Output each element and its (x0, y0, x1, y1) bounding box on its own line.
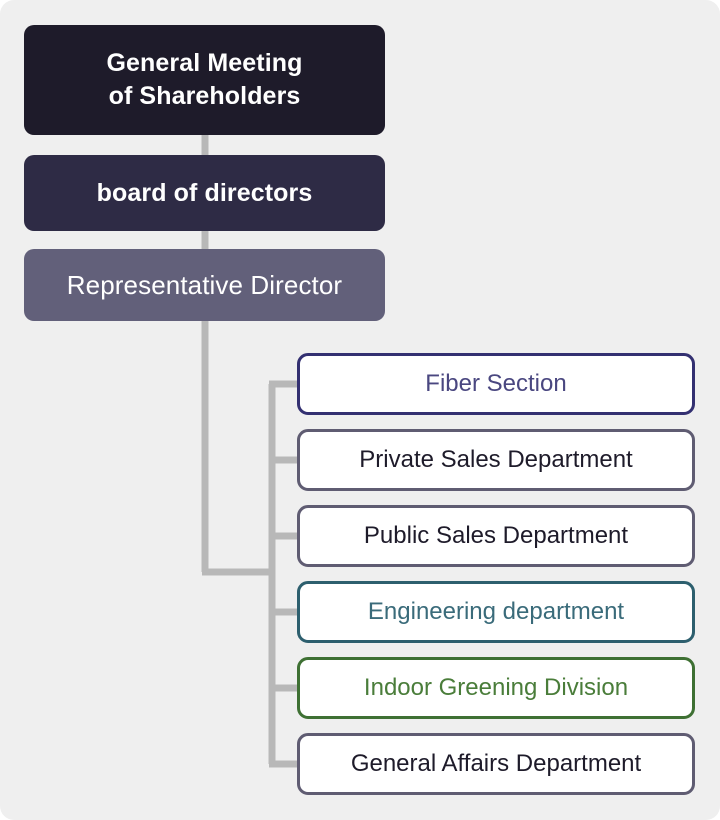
node-engineering-department[interactable]: Engineering department (297, 581, 695, 643)
node-general-affairs-department[interactable]: General Affairs Department (297, 733, 695, 795)
node-engineering-department-label: Engineering department (367, 597, 625, 625)
node-general-affairs-department-label: General Affairs Department (350, 749, 642, 777)
node-general-meeting[interactable]: General Meeting of Shareholders (24, 25, 385, 135)
node-representative-director[interactable]: Representative Director (24, 249, 385, 321)
node-private-sales-department-label: Private Sales Department (359, 445, 633, 473)
node-board-of-directors-label: board of directors (96, 178, 313, 207)
node-public-sales-department-label: Public Sales Department (363, 521, 629, 549)
node-public-sales-department[interactable]: Public Sales Department (297, 505, 695, 567)
node-private-sales-department[interactable]: Private Sales Department (297, 429, 695, 491)
node-indoor-greening-division-label: Indoor Greening Division (363, 673, 629, 701)
node-fiber-section-label: Fiber Section (425, 369, 567, 397)
node-board-of-directors[interactable]: board of directors (24, 155, 385, 231)
node-fiber-section[interactable]: Fiber Section (297, 353, 695, 415)
node-indoor-greening-division[interactable]: Indoor Greening Division (297, 657, 695, 719)
node-general-meeting-label: General Meeting of Shareholders (106, 49, 303, 110)
node-representative-director-label: Representative Director (66, 269, 343, 300)
